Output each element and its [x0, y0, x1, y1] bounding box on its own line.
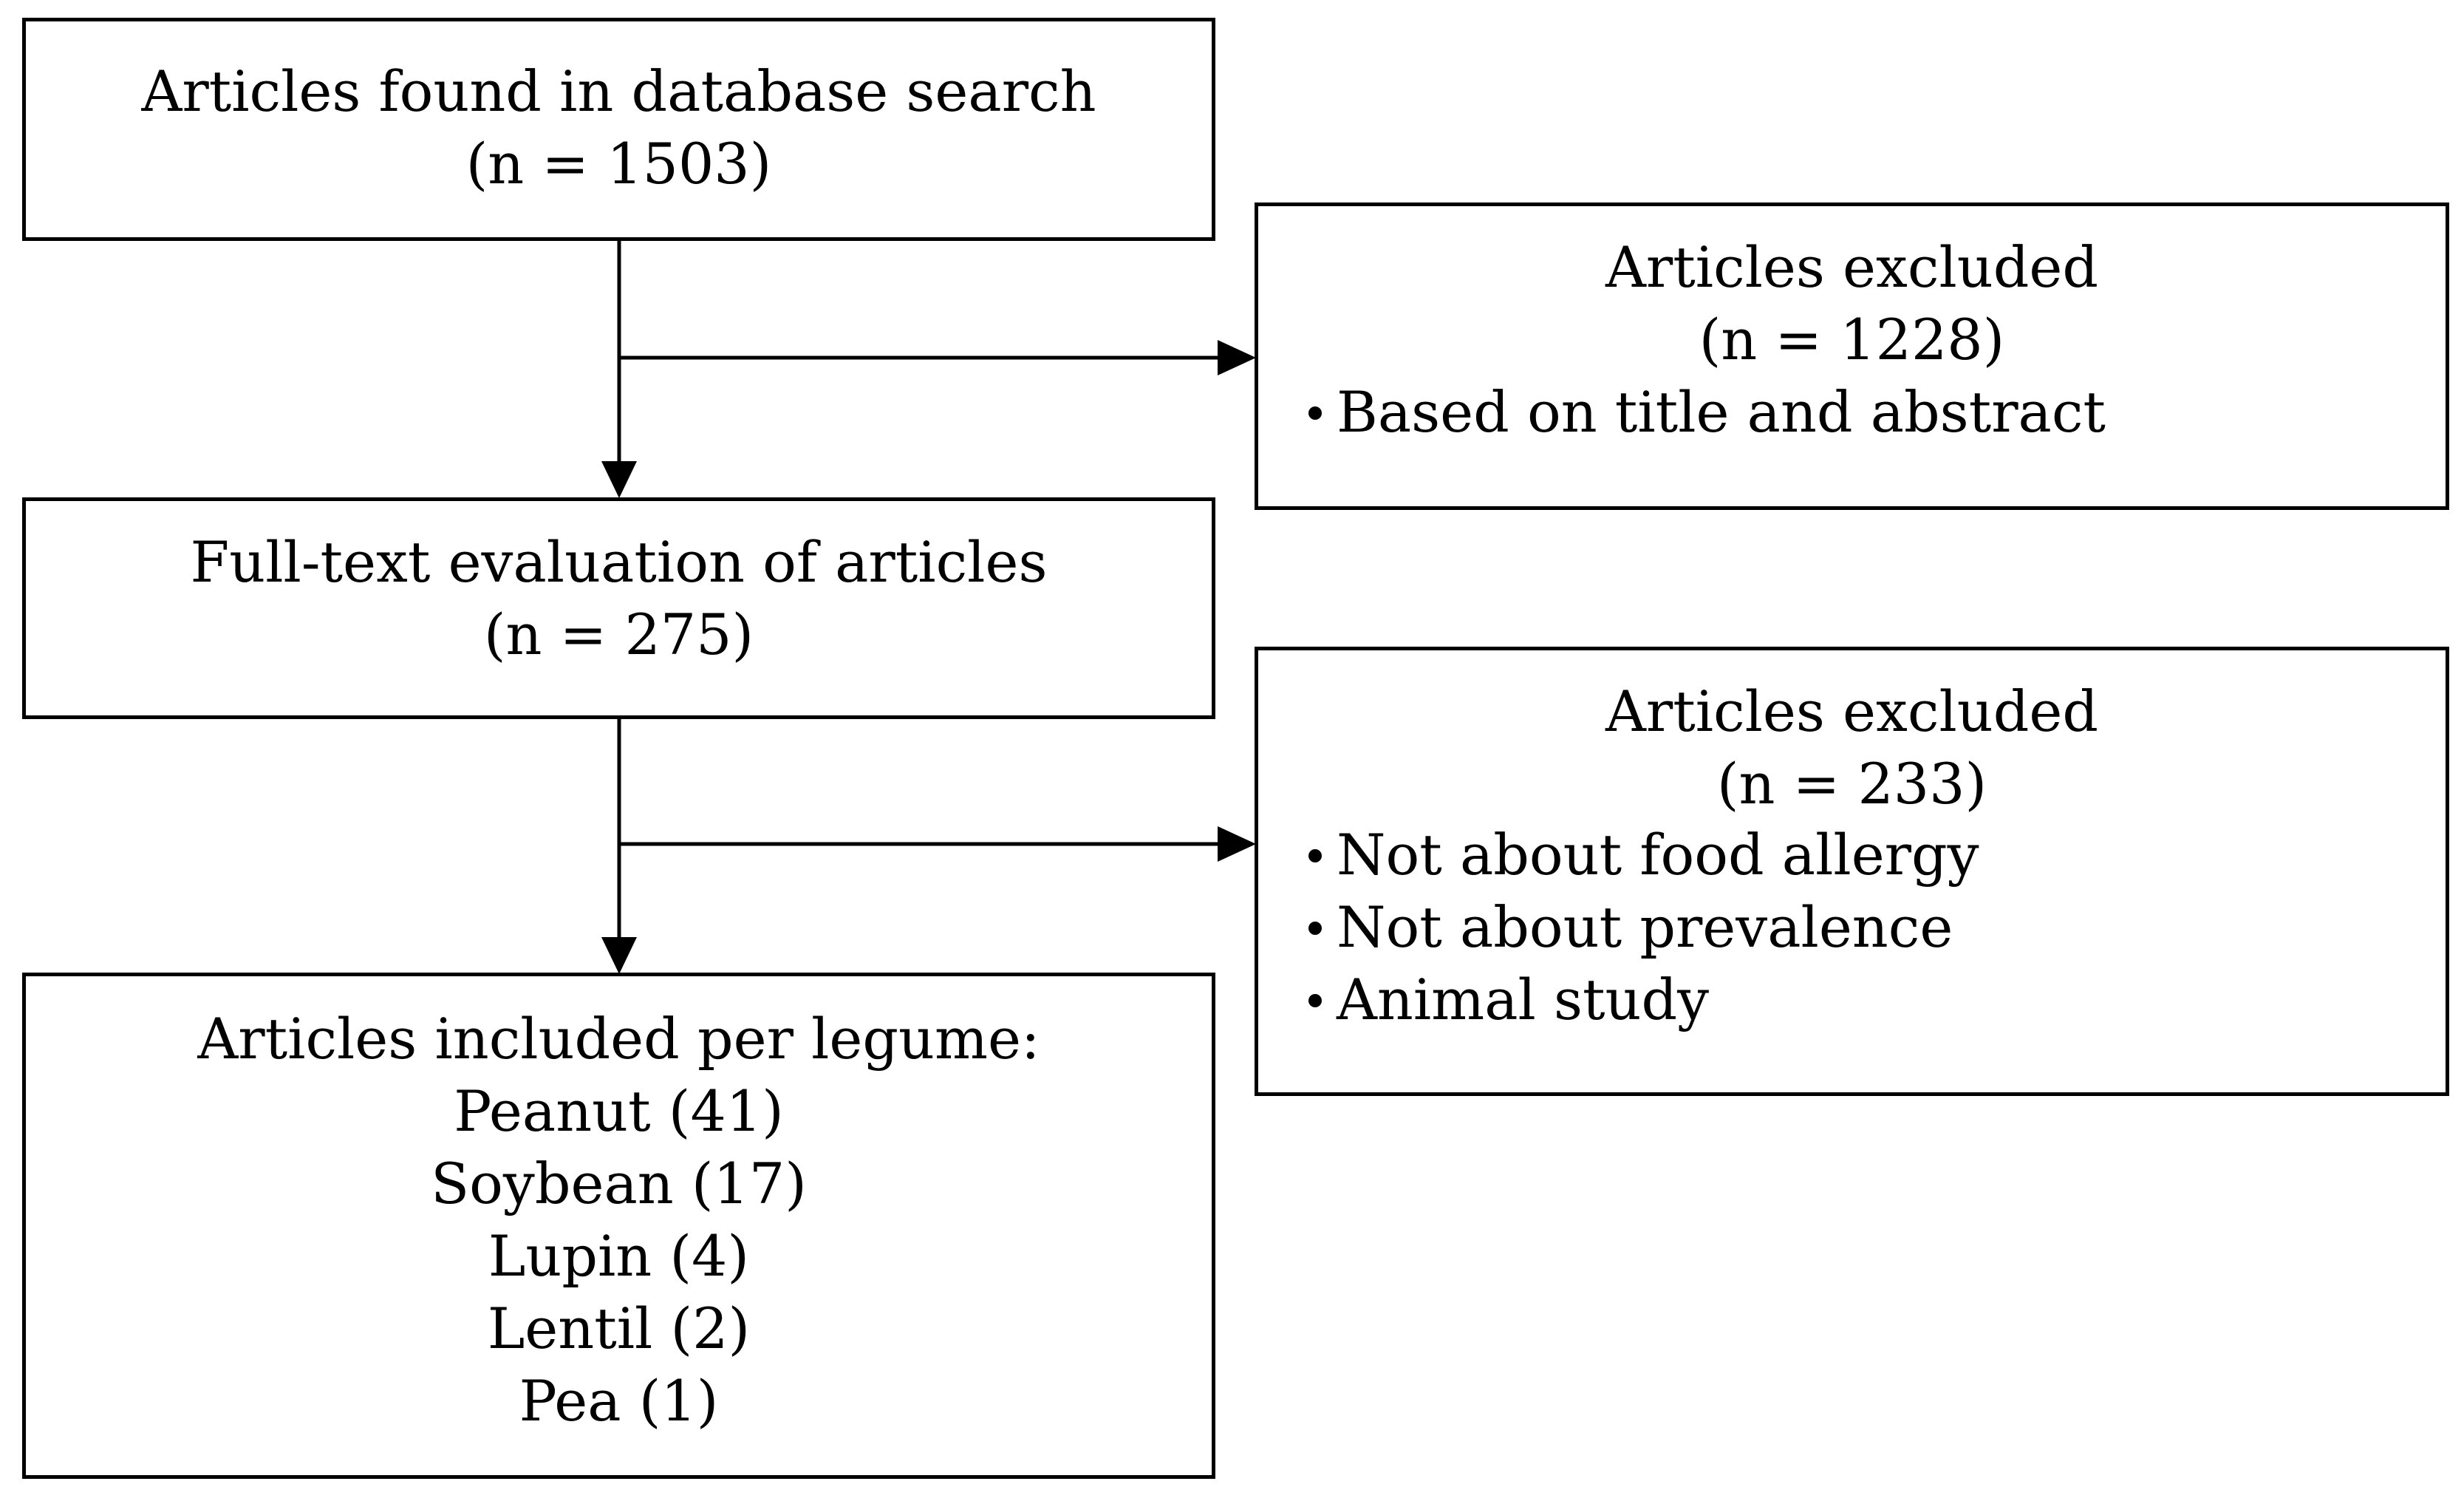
- excluded-2-title: Articles excluded: [1605, 678, 2098, 744]
- excluded-2-reason: Not about prevalence: [1306, 891, 1979, 964]
- included-item: Lupin (4): [488, 1223, 750, 1289]
- excluded-1-reasons: Based on title and abstract: [1306, 376, 2106, 449]
- included-item: Soybean (17): [431, 1151, 807, 1216]
- fulltext-count: (n = 275): [483, 602, 754, 667]
- excluded-1-title: Articles excluded: [1605, 234, 2098, 300]
- arrowhead-right-excluded2: [1218, 826, 1256, 862]
- included-item: Pea (1): [519, 1368, 719, 1434]
- excluded-2-reason: Animal study: [1306, 964, 1979, 1036]
- arrowhead-down-fulltext: [601, 461, 637, 498]
- arrowhead-right-excluded1: [1218, 340, 1256, 375]
- included-item: Peanut (41): [454, 1078, 784, 1144]
- arrowhead-down-included: [601, 937, 637, 974]
- excluded-box-2: Articles excluded (n = 233) Not about fo…: [1255, 647, 2449, 1096]
- search-results-box: Articles found in database search (n = 1…: [22, 18, 1215, 241]
- excluded-2-count: (n = 233): [1716, 751, 1987, 817]
- search-results-title: Articles found in database search: [141, 58, 1096, 124]
- included-heading: Articles included per legume:: [197, 1006, 1040, 1072]
- included-item: Lentil (2): [487, 1296, 751, 1361]
- excluded-1-reason: Based on title and abstract: [1306, 376, 2106, 449]
- excluded-1-count: (n = 1228): [1699, 307, 2005, 372]
- search-results-count: (n = 1503): [465, 131, 772, 197]
- fulltext-title: Full-text evaluation of articles: [190, 529, 1048, 595]
- excluded-2-reasons: Not about food allergy Not about prevale…: [1306, 819, 1979, 1036]
- excluded-2-reason: Not about food allergy: [1306, 819, 1979, 891]
- included-box: Articles included per legume: Peanut (41…: [22, 973, 1215, 1479]
- excluded-box-1: Articles excluded (n = 1228) Based on ti…: [1255, 202, 2449, 510]
- fulltext-box: Full-text evaluation of articles (n = 27…: [22, 497, 1215, 719]
